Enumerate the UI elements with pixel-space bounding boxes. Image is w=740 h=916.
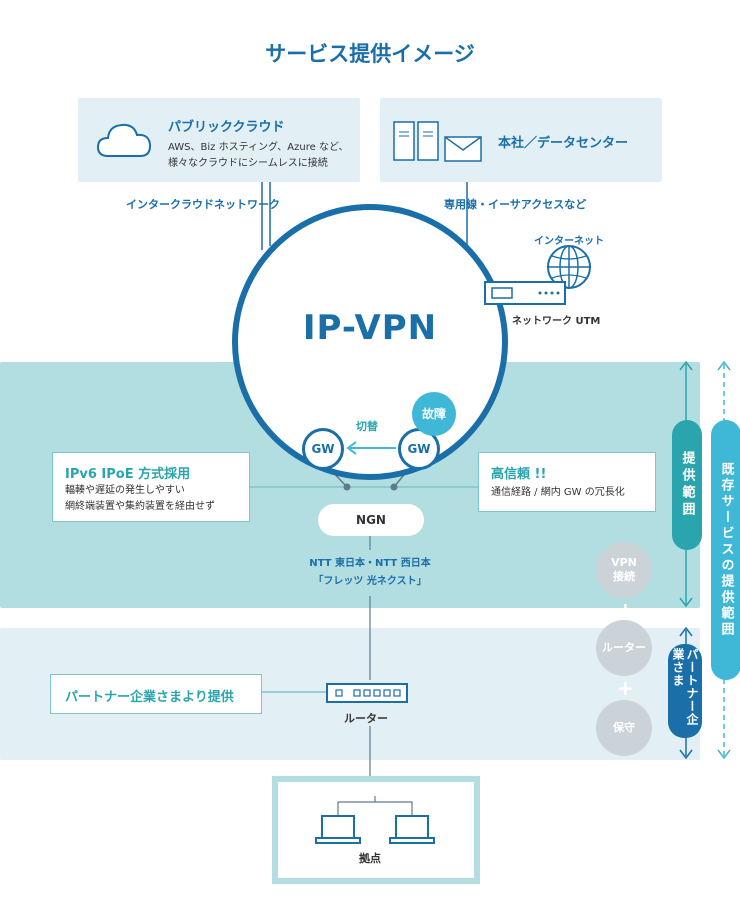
public-cloud-desc-2: 様々なクラウドにシームレスに接続 [168, 158, 328, 169]
existing-range-pill: 既存サービスの提供範囲 [711, 420, 740, 680]
gw-node-left: GW [302, 428, 344, 470]
fault-badge: 故障 [412, 392, 456, 436]
ipoe-callout-line1: 輻輳や遅延の発生しやすい [65, 485, 185, 496]
partner-label: パートナー企業さま [671, 648, 699, 726]
hq-datacenter-title: 本社／データセンター [498, 136, 629, 151]
partner-callout: パートナー企業さまより提供 [50, 674, 262, 714]
base-box: 拠点 [272, 776, 480, 884]
maintenance-circle: 保守 [596, 700, 652, 756]
utm-device-icon [484, 281, 566, 305]
switch-label: 切替 [356, 420, 378, 433]
partner-callout-title: パートナー企業さまより提供 [65, 690, 234, 705]
junction-dot-right [390, 483, 398, 491]
partner-pill: パートナー企業さま [668, 644, 702, 738]
ipoe-callout-line2: 網終端装置や集約装置を経由せず [65, 501, 215, 512]
server-icon [393, 121, 439, 161]
ipvpn-label: IP-VPN [302, 308, 438, 348]
ipoe-callout: IPv6 IPoE 方式採用 輻輳や遅延の発生しやすい 網終端装置や集約装置を経… [52, 452, 250, 522]
reliability-callout-title: 高信頼 !! [491, 467, 547, 482]
public-cloud-desc-1: AWS、Biz ホスティング、Azure など、 [168, 142, 349, 153]
junction-dot-left [343, 483, 351, 491]
ntt-label-line2: 「フレッツ 光ネクスト」 [313, 576, 427, 587]
existing-range-label: 既存サービスの提供範囲 [718, 462, 734, 638]
hq-datacenter-box: 本社／データセンター [380, 98, 662, 182]
base-label: 拠点 [359, 852, 381, 865]
router-label: ルーター [344, 712, 388, 725]
ngn-pill: NGN [318, 504, 424, 536]
dedicated-line-label: 専用線・イーサアクセスなど [444, 198, 587, 211]
public-cloud-title: パブリッククラウド [168, 120, 285, 135]
laptops-icon [315, 796, 435, 844]
cloud-icon [96, 123, 152, 157]
reliability-callout-line1: 通信経路 / 網内 GW の冗長化 [491, 487, 625, 498]
utm-label: ネットワーク UTM [512, 316, 601, 327]
ipoe-callout-title: IPv6 IPoE 方式採用 [65, 467, 191, 482]
reliability-callout: 高信頼 !! 通信経路 / 網内 GW の冗長化 [478, 452, 656, 512]
switch-arrow-icon [346, 441, 396, 455]
ntt-label-line1: NTT 東日本・NTT 西日本 [309, 558, 431, 569]
globe-icon [547, 245, 591, 289]
provide-range-label: 提供範囲 [679, 451, 695, 519]
page-title: サービス提供イメージ [265, 42, 475, 66]
router-circle: ルーター [596, 620, 652, 676]
provide-range-pill: 提供範囲 [672, 420, 702, 550]
intercloud-label: インタークラウドネットワーク [126, 198, 280, 211]
ipvpn-circle [232, 204, 508, 480]
vpn-connect-circle: VPN 接続 [596, 542, 652, 598]
plus-1: + [617, 598, 634, 622]
mail-icon [444, 136, 482, 162]
gw-node-right: GW [398, 428, 440, 470]
public-cloud-box: パブリッククラウド AWS、Biz ホスティング、Azure など、 様々なクラ… [78, 98, 360, 182]
router-icon [326, 683, 408, 703]
internet-label: インターネット [534, 236, 604, 247]
plus-2: + [617, 676, 634, 700]
